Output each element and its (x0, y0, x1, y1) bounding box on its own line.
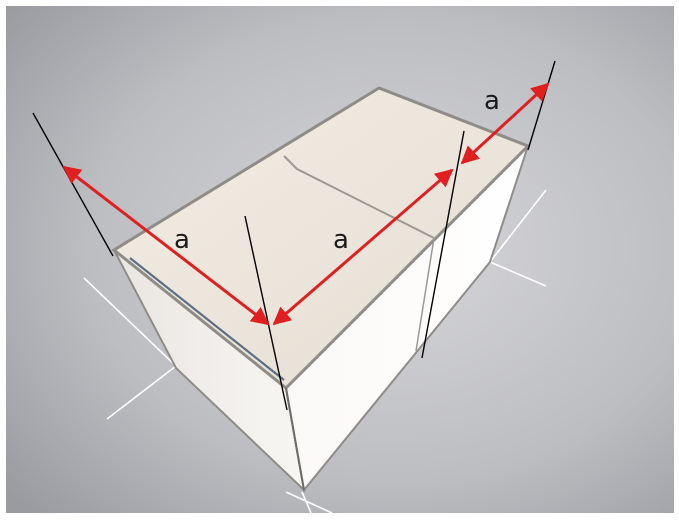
ground-line-bottom-b (301, 491, 312, 513)
dimension-arrows (62, 82, 550, 326)
dimension-label-middle: a (333, 225, 349, 255)
dimension-arrow-middle (272, 168, 454, 326)
box-dimension-diagram: a a a (6, 6, 674, 513)
ground-line-left-b (106, 365, 177, 420)
diagram-canvas: a a a (6, 6, 674, 513)
dimension-arrow-left (62, 165, 270, 326)
ground-line-right-a (489, 261, 547, 287)
dimension-label-right: a (484, 86, 500, 116)
ground-line-bottom-a (285, 491, 333, 513)
ground-line-right-b (489, 189, 547, 263)
dimension-label-left: a (174, 225, 190, 255)
dimension-arrow-right (460, 82, 550, 165)
box-corner-edge (285, 387, 305, 491)
